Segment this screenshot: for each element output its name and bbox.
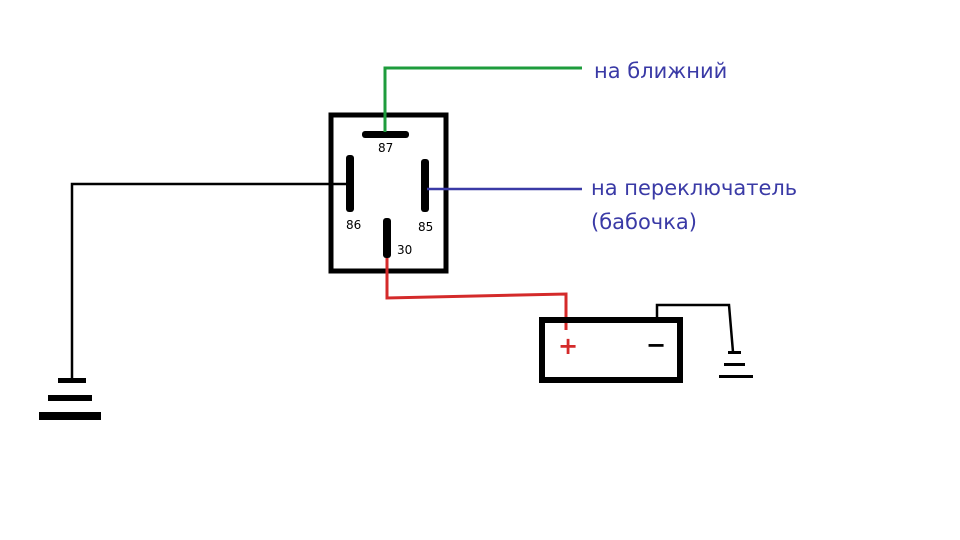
wire-battery-ground	[655, 303, 735, 353]
pin-label-87: 87	[378, 141, 393, 155]
pin-label-30: 30	[397, 243, 412, 257]
relay-pin-86	[346, 155, 354, 212]
battery-plus-label: +	[558, 332, 578, 360]
ground-symbol-right	[719, 351, 753, 378]
label-low-beam: на ближний	[594, 59, 727, 83]
battery-minus-label: −	[646, 331, 666, 359]
wire-ground-86	[70, 182, 348, 380]
relay-pin-87	[362, 131, 409, 138]
label-switch: на переключатель	[591, 176, 797, 200]
battery-body	[539, 317, 683, 383]
ground-symbol-left	[39, 378, 101, 420]
wire-power	[385, 258, 568, 330]
relay-pin-85	[421, 159, 429, 212]
label-switch-butterfly: (бабочка)	[591, 210, 697, 234]
pin-label-85: 85	[418, 220, 433, 234]
relay-pin-30	[383, 218, 391, 258]
wire-low-beam	[383, 66, 582, 132]
pin-label-86: 86	[346, 218, 361, 232]
